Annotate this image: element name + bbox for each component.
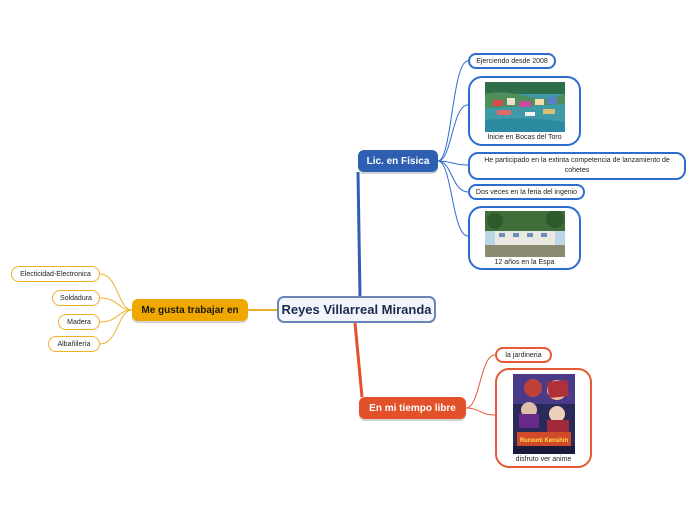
topic-tiempo-libre[interactable]: En mi tiempo libre — [359, 397, 466, 419]
subtopic-feria[interactable]: Dos veces en la feria del ingenio — [468, 184, 585, 200]
topic-me-gusta-trabajar[interactable]: Me gusta trabajar en — [132, 299, 248, 321]
espa-caption: 12 años en la Espa — [494, 259, 555, 266]
link-feria — [437, 160, 469, 193]
link-bocas — [437, 104, 469, 162]
subtopic-cohetes[interactable]: He participado en la extinta competencia… — [468, 152, 686, 180]
aerial-town-image — [484, 82, 565, 132]
bocas-caption: Inicie en Bocas del Toro — [487, 134, 562, 141]
subtopic-soldadura[interactable]: Soldadura — [52, 290, 100, 306]
subtopic-madera[interactable]: Madera — [58, 314, 100, 330]
subtopic-electricidad[interactable]: Electicidad-Electronica — [11, 266, 100, 282]
link-ejerciendo — [437, 60, 469, 162]
subtopic-ejerciendo[interactable]: Ejerciendo desde 2008 — [468, 53, 556, 69]
link-central-fisica — [356, 171, 362, 298]
link-central-libre — [353, 322, 364, 398]
link-espa — [437, 160, 469, 237]
anime-logo-text: Rurouni Kenshin — [519, 438, 568, 444]
link-soldadura — [99, 297, 133, 311]
link-albanileria — [99, 309, 133, 345]
anime-poster-image: Rurouni Kenshin — [512, 374, 575, 454]
link-anime — [465, 407, 496, 416]
subtopic-jardineria[interactable]: la jardineria — [495, 347, 552, 363]
link-jardineria — [465, 354, 496, 409]
link-electricidad — [99, 273, 133, 311]
anime-caption: disfruto ver anime — [515, 456, 572, 463]
central-topic[interactable]: Reyes Villarreal Miranda — [277, 296, 436, 323]
subtopic-albanileria[interactable]: Albañilería — [48, 336, 100, 352]
subtopic-anime[interactable]: Rurouni Kenshin disfruto ver anime — [495, 368, 592, 468]
subtopic-bocas-del-toro[interactable]: Inicie en Bocas del Toro — [468, 76, 581, 146]
school-building-image — [484, 211, 565, 257]
topic-lic-fisica[interactable]: Lic. en Física — [358, 150, 438, 172]
subtopic-espa[interactable]: 12 años en la Espa — [468, 206, 581, 270]
